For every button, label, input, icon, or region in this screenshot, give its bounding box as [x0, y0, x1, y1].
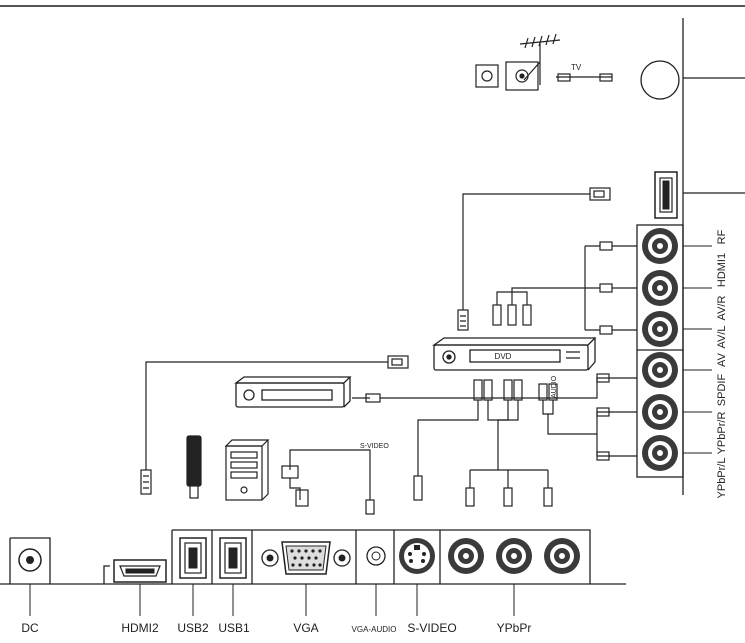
rear-jack-av	[642, 311, 678, 347]
rear-labels: RF HDMI1 AV/R AV/L AV SPDIF YPbPr/R YPbP…	[716, 229, 728, 498]
rear-rca-jacks	[642, 228, 678, 471]
label-vga-audio: VGA-AUDIO	[352, 625, 397, 634]
label-ypbpr: YPbPr	[497, 621, 532, 635]
hdmi1-port	[654, 171, 678, 219]
dvd-player-secondary	[234, 376, 352, 408]
rear-jack-av-l	[642, 270, 678, 306]
tv-annotation: TV	[571, 63, 582, 72]
dc-jack	[18, 548, 42, 572]
vga-audio-port	[366, 546, 386, 566]
usb-stick	[186, 435, 202, 499]
usb2-port	[179, 537, 207, 579]
rear-label-dividers	[683, 245, 712, 454]
component-cables	[413, 379, 637, 507]
vga-port	[261, 541, 351, 575]
rear-jack-spdif	[642, 352, 678, 388]
hdmi2-cable	[140, 355, 409, 495]
spdif-cable	[352, 373, 637, 403]
audio-annotation: AUDIO	[551, 375, 558, 398]
ypbpr-jack-pr	[544, 538, 580, 574]
rear-jack-av-r	[642, 228, 678, 264]
label-usb2: USB2	[177, 621, 209, 635]
label-av-l: AV/L	[716, 325, 728, 348]
label-ypbpr-r: YPbPr/R	[716, 412, 728, 455]
usb1-port	[219, 537, 247, 579]
label-usb1: USB1	[218, 621, 250, 635]
label-vga: VGA	[293, 621, 318, 635]
bottom-leader-lines	[29, 584, 515, 616]
label-s-video: S-VIDEO	[407, 621, 456, 635]
side-panel	[636, 18, 745, 495]
hdmi-cable	[457, 187, 611, 331]
s-video-cable-label: S-VIDEO	[360, 443, 389, 450]
label-spdif: SPDIF	[716, 374, 728, 407]
label-av: AV	[716, 352, 728, 367]
label-ypbpr-l: YPbPr/L	[716, 458, 728, 499]
bottom-labels: DC HDMI2 USB2 USB1 VGA VGA-AUDIO S-VIDEO…	[21, 621, 531, 635]
dvd-player-main	[431, 337, 597, 371]
hdmi2-port	[113, 559, 167, 583]
label-hdmi2: HDMI2	[121, 621, 159, 635]
vga-svideo-cable	[281, 449, 375, 515]
label-rf: RF	[716, 229, 728, 244]
pc-tower	[224, 439, 270, 501]
label-av-r: AV/R	[716, 296, 728, 321]
av-rca-cables	[492, 241, 637, 335]
label-dc: DC	[21, 621, 39, 635]
s-video-port	[399, 538, 435, 574]
rear-jack-ypbpr-l	[642, 435, 678, 471]
label-hdmi1: HDMI1	[716, 253, 728, 287]
rear-jack-ypbpr-r	[642, 394, 678, 430]
rf-jack	[640, 60, 680, 100]
ypbpr-jacks	[448, 538, 580, 574]
dvd-label: DVD	[495, 352, 512, 361]
ypbpr-jack-y	[448, 538, 484, 574]
ypbpr-jack-pb	[496, 538, 532, 574]
antenna	[475, 33, 613, 91]
bottom-panel	[0, 529, 626, 585]
